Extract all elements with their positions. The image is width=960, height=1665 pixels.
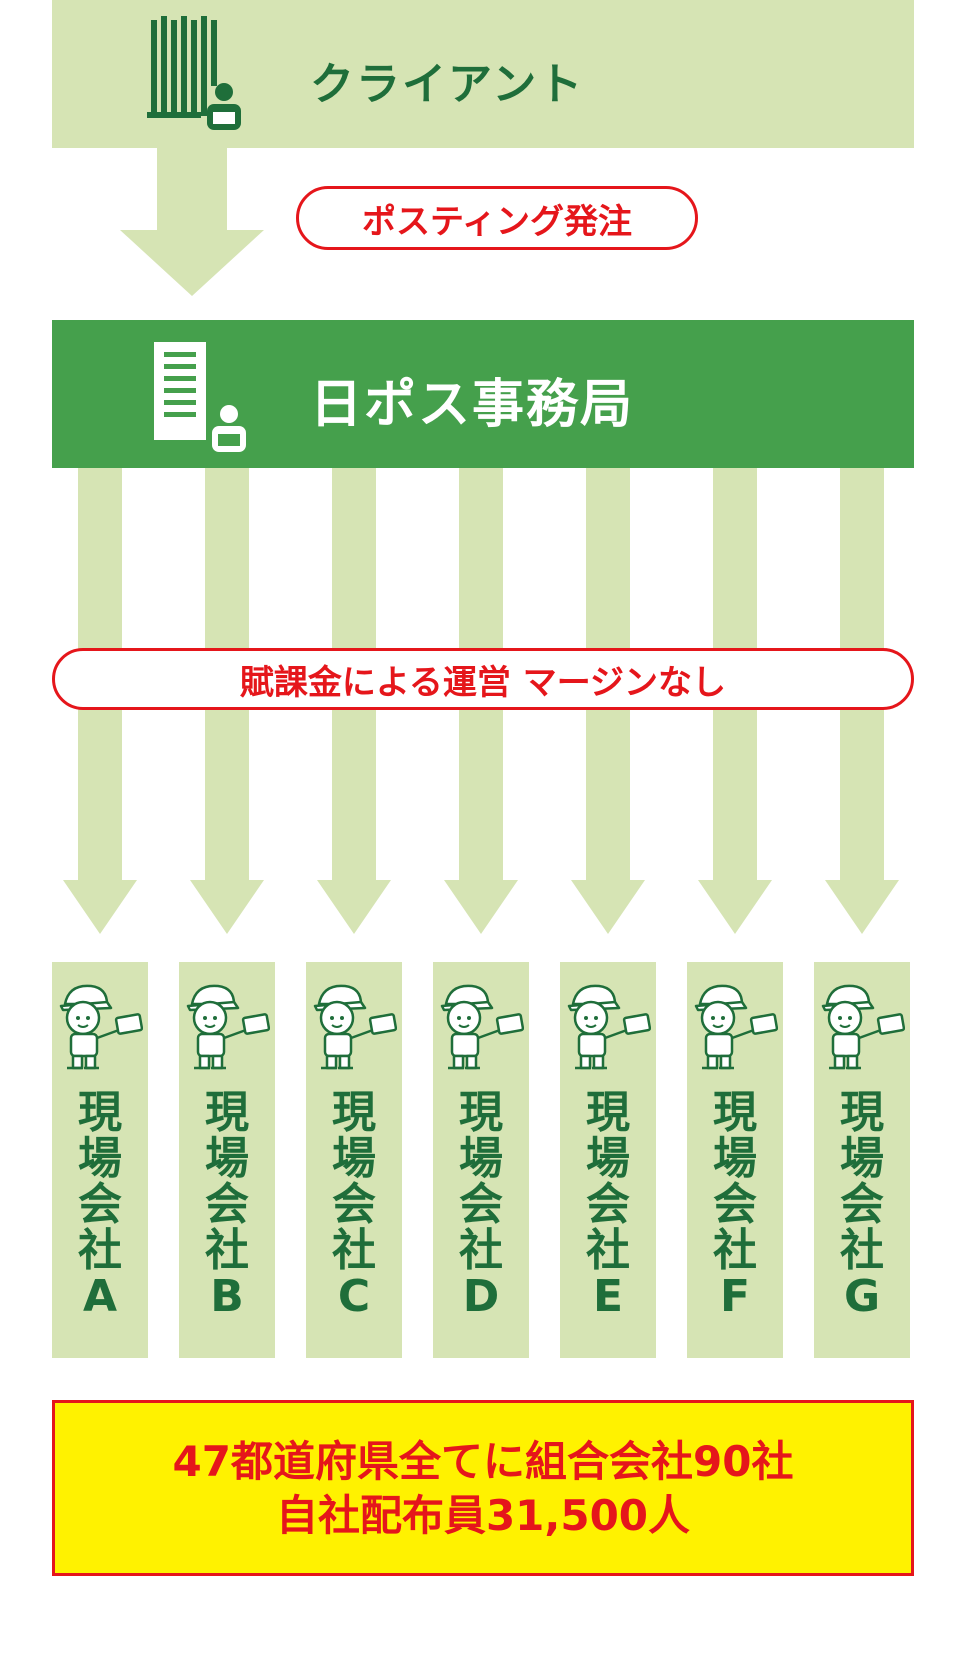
- company-name-char: 場: [840, 1133, 884, 1184]
- delivery-worker-icon: [313, 984, 397, 1070]
- summary-line-2: 自社配布員31,500人: [275, 1491, 691, 1540]
- company-name-char: 会: [332, 1179, 376, 1230]
- company-name-char: A: [82, 1271, 118, 1322]
- delivery-worker-icon: [186, 984, 270, 1070]
- company-name-char: 社: [840, 1225, 884, 1276]
- company-name-char: 現: [205, 1087, 249, 1138]
- company-name-char: 会: [205, 1179, 249, 1230]
- delivery-worker-icon: [567, 984, 651, 1070]
- office-building-icon: [154, 342, 246, 452]
- company-name-char: 現: [840, 1087, 884, 1138]
- company-name-char: E: [592, 1271, 624, 1322]
- delivery-worker-icon: [694, 984, 778, 1070]
- company-name-char: 社: [205, 1225, 249, 1276]
- summary-box: 47都道府県全てに組合会社90社 自社配布員31,500人: [52, 1400, 914, 1576]
- company-name-char: 現: [78, 1087, 122, 1138]
- order-label: ポスティング発注: [296, 186, 698, 250]
- company-name-char: 場: [332, 1133, 376, 1184]
- company-name-char: 会: [78, 1179, 122, 1230]
- company-name-char: G: [843, 1271, 881, 1322]
- company-name-char: 社: [78, 1225, 122, 1276]
- company-name-char: 会: [840, 1179, 884, 1230]
- company-name-char: 会: [586, 1179, 630, 1230]
- delivery-worker-icon: [59, 984, 143, 1070]
- company-name-char: 社: [459, 1225, 503, 1276]
- company-name-char: 場: [713, 1133, 757, 1184]
- company-name-char: 社: [332, 1225, 376, 1276]
- company-name-char: 場: [205, 1133, 249, 1184]
- company-name-char: D: [462, 1271, 500, 1322]
- company-name-char: 場: [78, 1133, 122, 1184]
- office-label: 日ポス事務局: [310, 375, 635, 435]
- delivery-worker-icon: [440, 984, 524, 1070]
- company-name-char: 場: [459, 1133, 503, 1184]
- order-arrow: [120, 148, 264, 296]
- company-name-char: 現: [332, 1087, 376, 1138]
- company-name-char: 社: [713, 1225, 757, 1276]
- fee-label: 賦課金による運営 マージンなし: [52, 648, 914, 710]
- summary-line-1: 47都道府県全てに組合会社90社: [172, 1437, 794, 1486]
- delivery-worker-icon: [821, 984, 905, 1070]
- company-name-char: F: [719, 1271, 751, 1322]
- company-name-char: 現: [586, 1087, 630, 1138]
- company-name-char: 社: [586, 1225, 630, 1276]
- client-label: クライアント: [310, 59, 585, 110]
- company-name-char: C: [337, 1271, 371, 1322]
- company-name-char: B: [210, 1271, 244, 1322]
- company-name-char: 現: [713, 1087, 757, 1138]
- client-building-icon: [147, 16, 241, 130]
- company-name-char: 現: [459, 1087, 503, 1138]
- company-name-char: 場: [586, 1133, 630, 1184]
- company-name-char: 会: [713, 1179, 757, 1230]
- company-name-char: 会: [459, 1179, 503, 1230]
